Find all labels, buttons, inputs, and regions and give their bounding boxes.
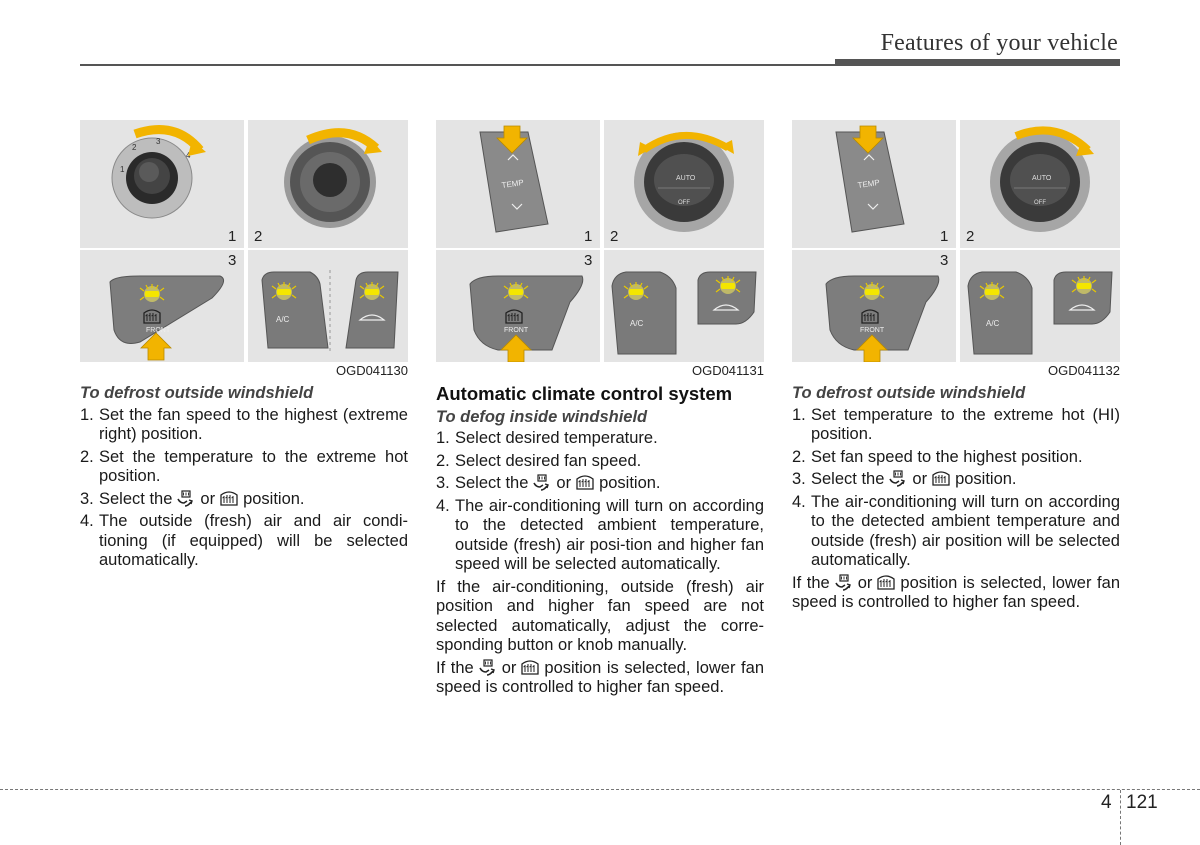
list-item: 4.The outside (fresh) air and air condi-… <box>80 512 408 569</box>
figure-1: 1 2 3 4 1 2 F <box>80 120 408 378</box>
subheading: To defog inside windshield <box>436 407 648 426</box>
panel-label-2: 2 <box>254 228 263 245</box>
svg-text:TEMP: TEMP <box>857 178 880 190</box>
paragraph: If the air-conditioning, outside (fresh)… <box>436 577 764 655</box>
footer-divider <box>1120 790 1121 845</box>
header-rule-thin <box>80 64 1120 66</box>
defrost-floor-icon <box>478 658 495 676</box>
figure-code: OGD041132 <box>1047 363 1120 378</box>
panel-front-button: FRONT <box>80 250 244 362</box>
column-1-text: To defrost outside windshield 1.Set the … <box>80 384 408 571</box>
panel-label-3: 3 <box>940 252 949 269</box>
svg-text:OFF: OFF <box>1034 200 1046 206</box>
list-item: 1.Select desired temperature. <box>436 429 658 447</box>
svg-text:FRONT: FRONT <box>146 327 171 334</box>
list-item: 2.Select desired fan speed. <box>436 451 642 470</box>
svg-text:1: 1 <box>120 165 125 174</box>
svg-text:OFF: OFF <box>678 200 690 206</box>
svg-text:FRONT: FRONT <box>860 327 885 334</box>
column-3-text: To defrost outside windshield 1.Set temp… <box>792 384 1120 613</box>
list-item: 1.Set the fan speed to the highest (extr… <box>80 405 408 444</box>
svg-text:AUTO: AUTO <box>676 175 696 182</box>
defrost-floor-icon <box>533 474 550 491</box>
column-3: TEMP AUTO OFF 1 2 <box>792 120 1120 616</box>
page-number: 121 <box>1126 792 1158 813</box>
panel-auto-knob: AUTO OFF <box>604 120 764 248</box>
svg-text:A/C: A/C <box>630 319 644 328</box>
chapter-number: 4 <box>1101 792 1112 813</box>
panel-ac-button: A/C <box>248 250 408 362</box>
page-header-title: Features of your vehicle <box>880 30 1118 56</box>
panel-ac-button: A/C <box>604 250 764 362</box>
svg-text:3: 3 <box>156 137 161 146</box>
svg-text:FRONT: FRONT <box>504 327 529 334</box>
steps-list: 1.Set the fan speed to the highest (extr… <box>80 406 408 571</box>
list-item: 4.The air-conditioning will turn on acco… <box>792 492 1120 570</box>
figure-3: TEMP AUTO OFF 1 2 <box>792 120 1120 378</box>
panel-label-1: 1 <box>584 228 593 245</box>
defrost-floor-icon <box>177 489 194 507</box>
panel-ac-button: A/C <box>960 250 1120 362</box>
panel-label-3: 3 <box>228 252 237 269</box>
list-item: 2.Set fan speed to the highest position. <box>792 447 1083 466</box>
panel-label-2: 2 <box>966 228 975 245</box>
panel-label-3: 3 <box>584 252 593 269</box>
svg-text:TEMP: TEMP <box>501 178 524 190</box>
defrost-floor-icon <box>834 573 851 591</box>
figure-code: OGD041130 <box>335 363 408 378</box>
defrost-icon <box>521 659 540 675</box>
svg-text:AUTO: AUTO <box>1032 175 1052 182</box>
list-item: 1.Set temperature to the extreme hot (HI… <box>792 405 1120 444</box>
subheading: To defrost outside windshield <box>792 384 1026 402</box>
panel-label-1: 1 <box>228 228 237 245</box>
footer-rule <box>0 789 1200 790</box>
panel-label-2: 2 <box>610 228 619 245</box>
panel-front-button: FRONT <box>792 250 956 362</box>
column-1: 1 2 3 4 1 2 F <box>80 120 408 574</box>
steps-list: 1.Set temperature to the extreme hot (HI… <box>792 406 1120 571</box>
defrost-icon <box>932 471 950 486</box>
svg-text:2: 2 <box>132 143 137 152</box>
list-item: 4.The air-conditioning will turn on acco… <box>436 496 764 574</box>
list-item: 2.Set the temperature to the extreme hot… <box>80 447 408 486</box>
svg-text:A/C: A/C <box>276 315 290 324</box>
defrost-icon <box>576 475 594 490</box>
figure-2: TEMP AUTO OFF 1 2 <box>436 120 764 378</box>
panel-temp-switch: TEMP <box>436 120 600 248</box>
panel-label-1: 1 <box>940 228 949 245</box>
figure-code: OGD041131 <box>691 363 764 378</box>
defrost-floor-icon <box>889 470 906 487</box>
subheading: To defrost outside windshield <box>80 384 314 402</box>
panel-auto-knob: AUTO OFF <box>960 120 1120 248</box>
column-2-text: Automatic climate control system To defo… <box>436 384 764 698</box>
header-rule-thick <box>835 59 1120 66</box>
column-2: TEMP AUTO OFF 1 2 <box>436 120 764 701</box>
panel-temp-switch: TEMP <box>792 120 956 248</box>
panel-fan-knob: 1 2 3 4 <box>80 120 244 248</box>
panel-front-button: FRONT <box>436 250 600 362</box>
panel-temp-knob <box>248 120 408 248</box>
section-heading: Automatic climate control system <box>436 383 733 404</box>
defrost-icon <box>877 574 896 590</box>
svg-text:A/C: A/C <box>986 319 1000 328</box>
steps-list: 1.Select desired temperature. 2.Select d… <box>436 429 764 575</box>
defrost-icon <box>220 490 238 506</box>
